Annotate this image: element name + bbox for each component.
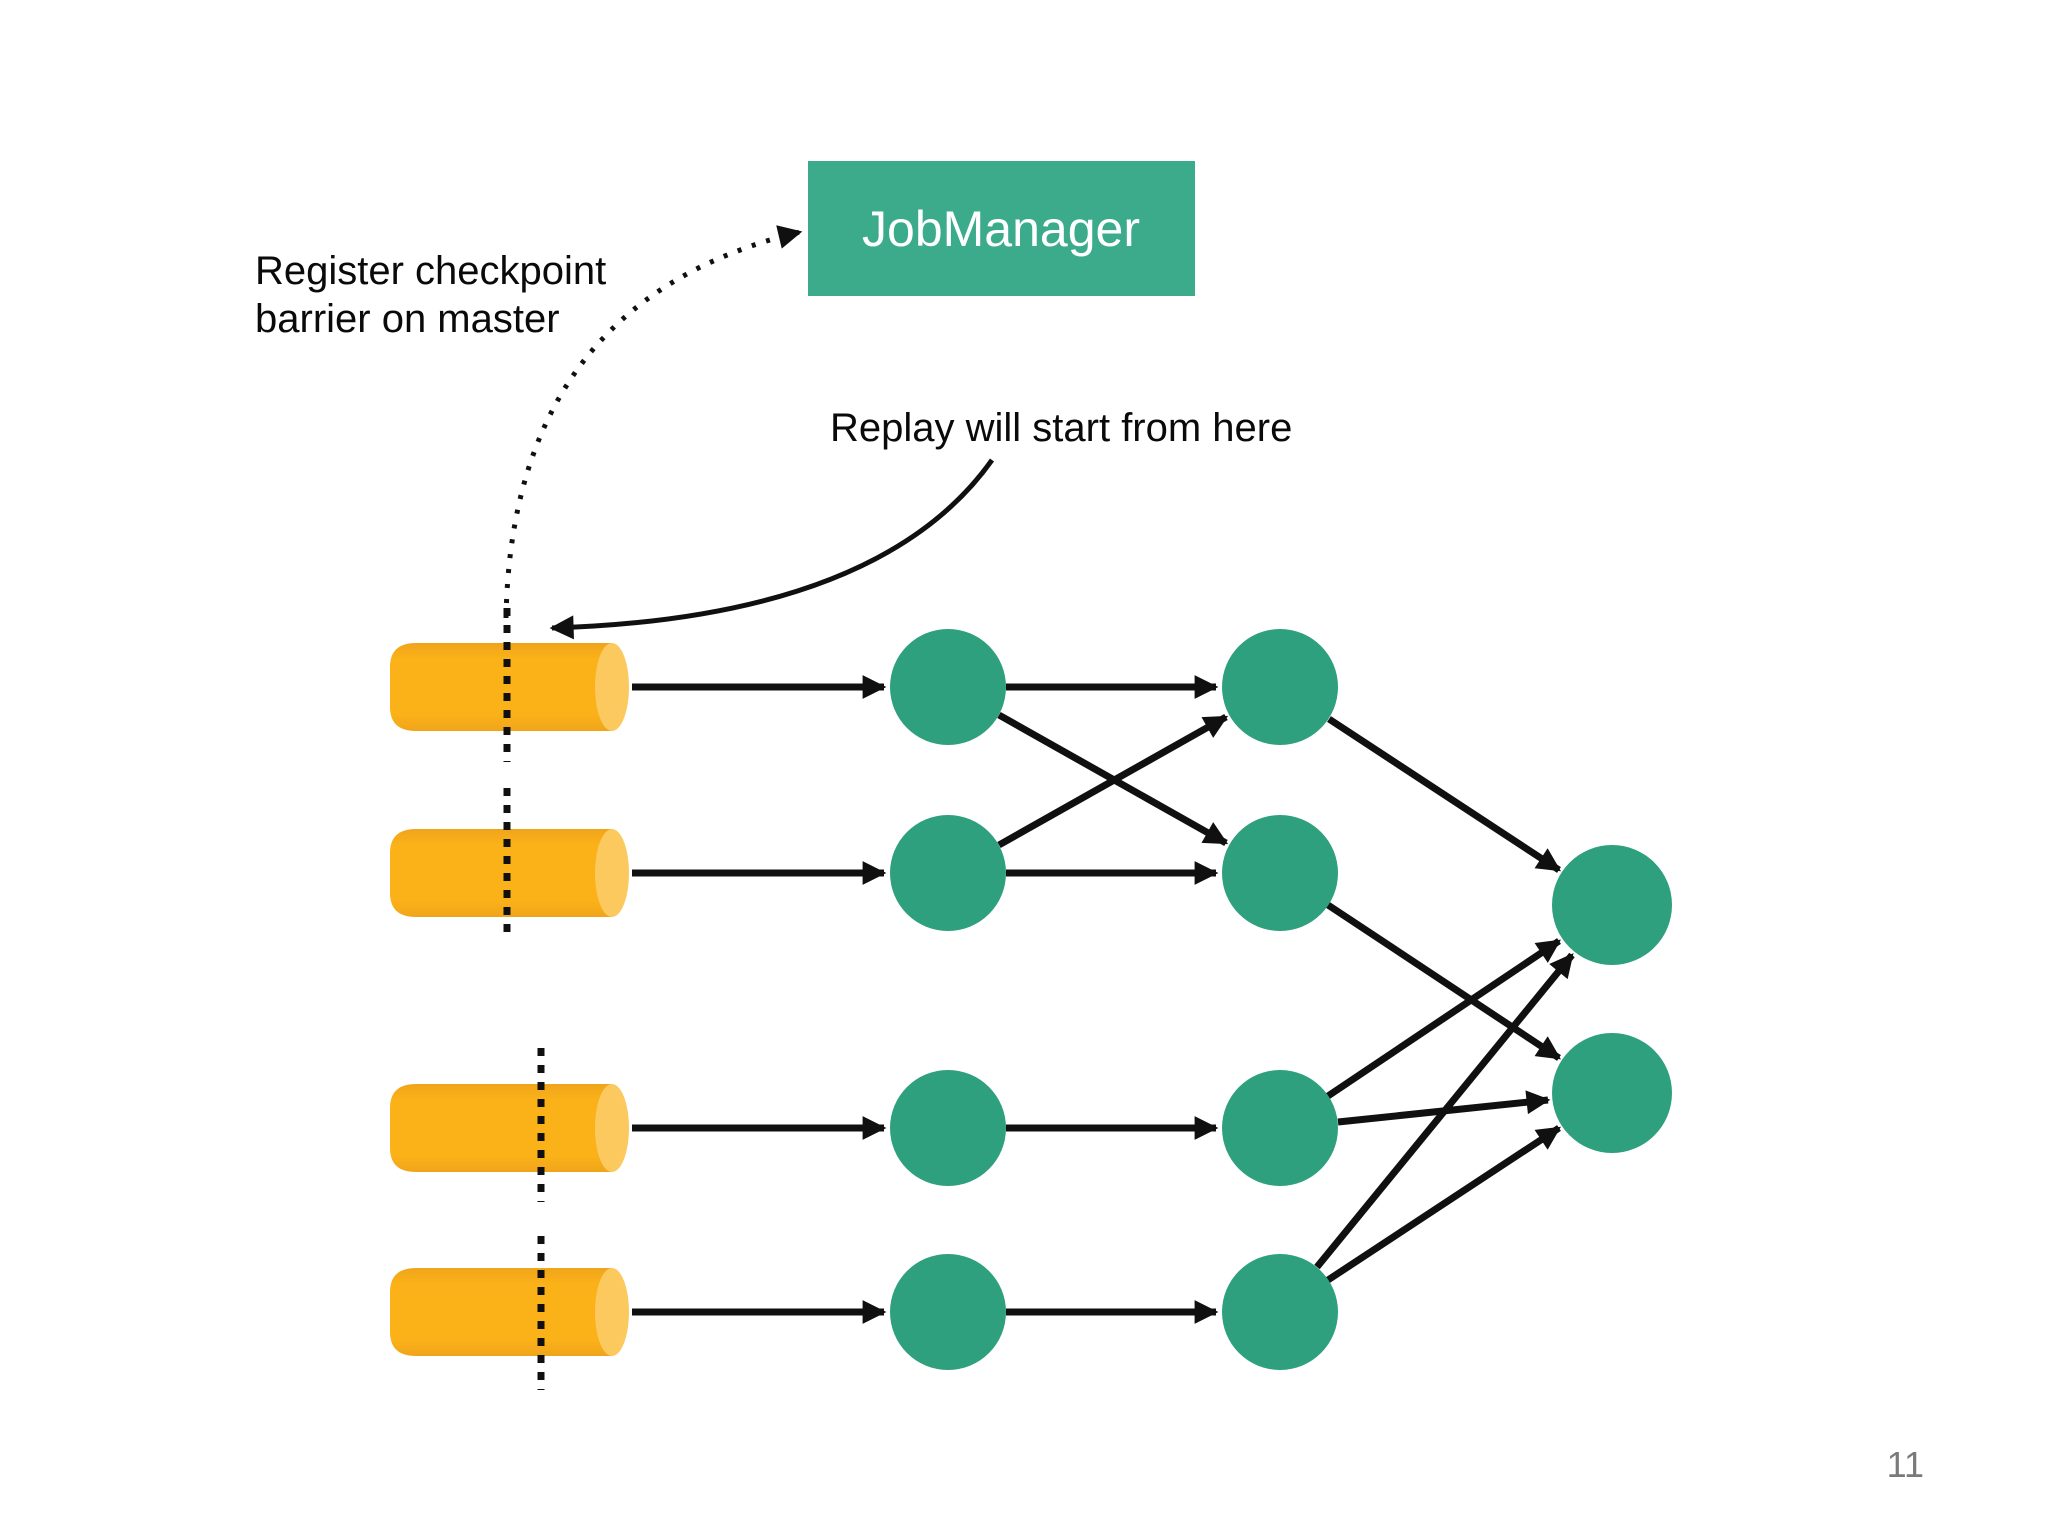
edge-arrow — [1326, 902, 1561, 1061]
source-cylinder-1 — [390, 643, 612, 731]
register-checkpoint-annotation: Register checkpoint barrier on master — [255, 249, 606, 341]
checkpoint-barriers — [503, 608, 545, 1390]
cylinder-cap-icon — [595, 829, 629, 917]
job-manager-box — [808, 161, 1195, 296]
dataflow-edges — [632, 675, 1575, 1324]
sink-node — [1552, 845, 1672, 965]
edge-arrow — [1326, 938, 1561, 1099]
source-cylinder-2 — [390, 829, 612, 917]
cylinder-cap-icon — [595, 643, 629, 731]
cylinder-bodies — [390, 643, 612, 1356]
operator-node — [1222, 815, 1338, 931]
register-checkpoint-line2: barrier on master — [255, 297, 560, 341]
operator-node — [890, 1070, 1006, 1186]
cylinder-caps — [595, 643, 629, 1356]
replay-annotation: Replay will start from here — [830, 406, 1292, 450]
edge-arrow — [1326, 1125, 1561, 1283]
operator-node — [1222, 1254, 1338, 1370]
operator-node — [1222, 629, 1338, 745]
edge-arrow — [997, 713, 1229, 849]
source-cylinder-4 — [390, 1268, 612, 1356]
edge-arrow — [1314, 952, 1575, 1270]
job-manager-label: JobManager — [862, 201, 1140, 257]
sink-node — [1552, 1033, 1672, 1153]
operator-node — [1222, 1070, 1338, 1186]
cylinder-cap-icon — [595, 1084, 629, 1172]
operator-node — [890, 815, 1006, 931]
edge-arrow — [1327, 716, 1561, 873]
operator-node — [890, 1254, 1006, 1370]
replay-curve-arrow — [549, 458, 995, 640]
source-cylinder-3 — [390, 1084, 612, 1172]
register-dotted-arrow — [503, 225, 803, 619]
operator-node — [890, 629, 1006, 745]
source-cylinders — [390, 643, 629, 1356]
operator-nodes — [890, 629, 1672, 1370]
register-checkpoint-line1: Register checkpoint — [255, 249, 606, 293]
cylinder-cap-icon — [595, 1268, 629, 1356]
page-number: 11 — [1887, 1444, 1924, 1485]
job-manager: JobManager — [808, 161, 1195, 296]
